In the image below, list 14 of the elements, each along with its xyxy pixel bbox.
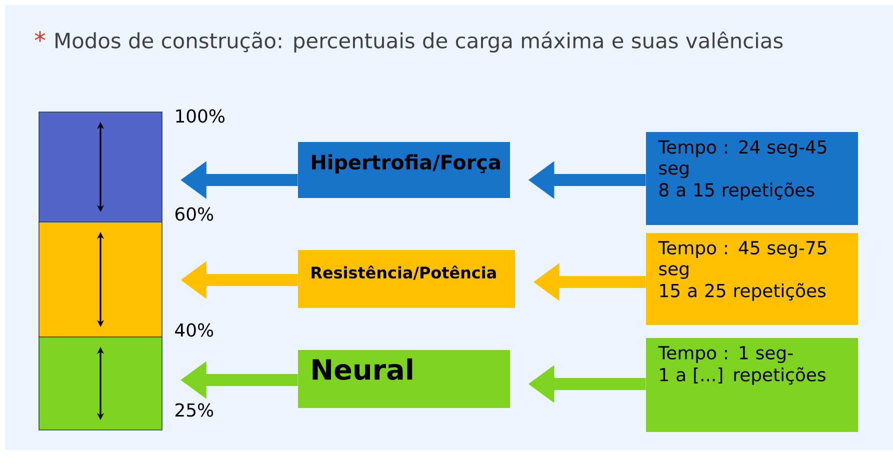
- info-box: Tempo : 1 seg- 1 a [...] repetições: [646, 338, 858, 432]
- scale-band: [38, 336, 162, 430]
- bullet-mark: *: [34, 31, 46, 42]
- percent-label: 60%: [175, 207, 214, 221]
- mode-box: Resistência/Potência: [298, 250, 515, 308]
- percent-label: 100%: [176, 109, 224, 123]
- info-box: Tempo : 45 seg-75 seg 15 a 25 repetições: [646, 233, 858, 325]
- percent-label: 40%: [175, 323, 214, 337]
- mode-box: Hipertrofia/Força: [298, 142, 510, 198]
- mode-box: Neural: [298, 350, 510, 408]
- scale-band: [38, 222, 162, 338]
- scale-band: [38, 112, 162, 222]
- slide-title: Modos de construção: percentuais de carga máxima e suas valências: [56, 31, 783, 53]
- info-box: Tempo : 24 seg-45 seg 8 a 15 repetições: [646, 132, 858, 225]
